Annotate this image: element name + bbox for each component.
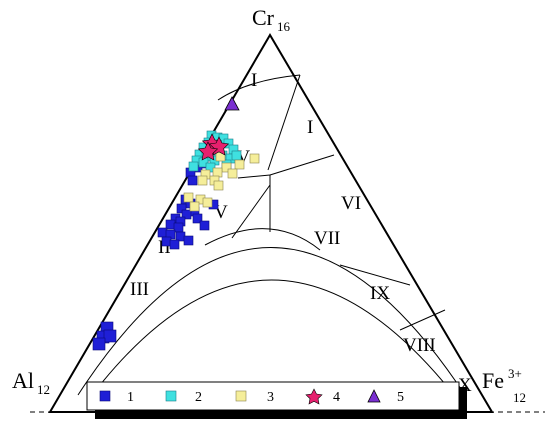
- arch-left-line: [231, 184, 271, 239]
- vertex-right-label: Fe: [482, 368, 504, 393]
- data-points-series-3: [183, 151, 260, 212]
- legend-frame: [86, 381, 460, 411]
- legend-label-2: 2: [195, 390, 202, 405]
- field-label-VIII: VIII: [403, 335, 436, 356]
- data-points-series-4: [197, 133, 230, 161]
- legend-label-1: 1: [127, 390, 134, 405]
- upper-right-line: [267, 74, 301, 171]
- vertex-left-label: Al: [12, 368, 34, 393]
- data-points-series-5: [224, 96, 240, 111]
- inner-curve-outer: [77, 247, 466, 396]
- legend-label-5: 5: [397, 390, 404, 405]
- legend: 1 2 3 4 5: [86, 381, 467, 419]
- center-left-line: [237, 174, 271, 179]
- right-short-line: [339, 264, 411, 286]
- field-label-III: III: [130, 279, 149, 300]
- inner-arch: [204, 228, 321, 251]
- legend-symbol-5: [367, 389, 381, 403]
- vertex-right-superscript: 3+: [508, 366, 522, 381]
- legend-label-3: 3: [267, 390, 274, 405]
- legend-symbol-1: [99, 390, 111, 402]
- vertex-top-subscript: 16: [277, 19, 291, 34]
- legend-symbol-3: [235, 390, 247, 402]
- center-right-line: [269, 154, 335, 176]
- inner-curve-lower: [95, 279, 451, 391]
- field-label-I-top: I: [251, 70, 257, 91]
- right-lower-line: [399, 309, 446, 331]
- vertex-right-subscript: 12: [513, 390, 526, 405]
- field-boundaries: [77, 74, 466, 396]
- vertex-left-subscript: 12: [37, 382, 50, 397]
- legend-symbol-4: [305, 388, 323, 405]
- legend-label-4: 4: [333, 390, 340, 405]
- field-label-VII: VII: [314, 228, 340, 249]
- upper-left-curve: [217, 74, 301, 101]
- data-points-series-1: [92, 158, 219, 351]
- field-label-VI: VI: [341, 193, 361, 214]
- legend-symbol-2: [165, 390, 177, 402]
- field-label-I-right: I: [307, 117, 313, 138]
- field-label-IX: IX: [370, 283, 390, 304]
- vertex-top-label: Cr: [252, 5, 275, 30]
